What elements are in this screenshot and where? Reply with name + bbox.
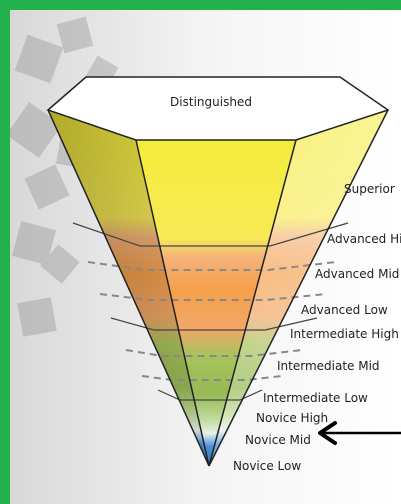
label-intermediate-mid: Intermediate Mid xyxy=(277,359,380,373)
label-advanced-mid: Advanced Mid xyxy=(315,267,399,281)
proficiency-cone xyxy=(46,76,390,467)
label-novice-low: Novice Low xyxy=(233,459,301,473)
label-advanced-low: Advanced Low xyxy=(301,303,388,317)
label-intermediate-high: Intermediate High xyxy=(290,327,399,341)
left-arrow-icon xyxy=(318,421,401,445)
label-advanced-high: Advanced High xyxy=(327,232,401,246)
label-novice-high: Novice High xyxy=(256,411,328,425)
label-distinguished: Distinguished xyxy=(170,95,252,109)
label-superior: Superior xyxy=(344,182,395,196)
diagram-panel: Distinguished Superior Advanced High Adv… xyxy=(10,10,401,504)
top-face xyxy=(46,76,390,141)
label-novice-mid: Novice Mid xyxy=(245,433,311,447)
label-intermediate-low: Intermediate Low xyxy=(263,391,368,405)
proficiency-cone-diagram: Distinguished Superior Advanced High Adv… xyxy=(10,10,401,504)
